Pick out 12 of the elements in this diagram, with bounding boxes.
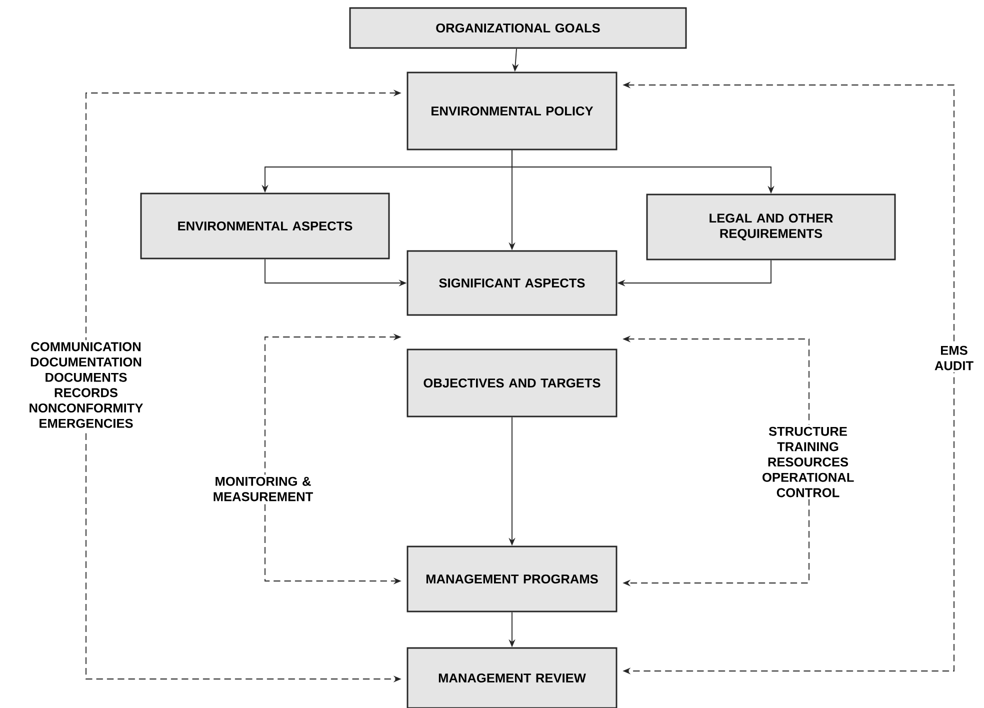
- process-box: ORGANIZATIONAL GOALS: [349, 7, 687, 49]
- process-box: ENVIRONMENTAL ASPECTS: [140, 192, 390, 260]
- edge-label: STRUCTURE TRAINING RESOURCES OPERATIONAL CONTROL: [760, 424, 856, 500]
- process-box: MANAGEMENT PROGRAMS: [406, 546, 618, 612]
- process-box: MANAGEMENT REVIEW: [406, 647, 618, 708]
- process-box: OBJECTIVES AND TARGETS: [406, 348, 618, 418]
- edge-label: EMS AUDIT: [932, 344, 976, 372]
- edge-label: MONITORING & MEASUREMENT: [210, 474, 316, 504]
- edge-label: COMMUNICATION DOCUMENTATION DOCUMENTS RECORDS NONCONFORMITY EMERGENCIES: [25, 340, 147, 430]
- process-box: ENVIRONMENTAL POLICY: [406, 72, 618, 150]
- process-box: LEGAL AND OTHER REQUIREMENTS: [646, 194, 896, 260]
- process-box: SIGNIFICANT ASPECTS: [406, 250, 618, 316]
